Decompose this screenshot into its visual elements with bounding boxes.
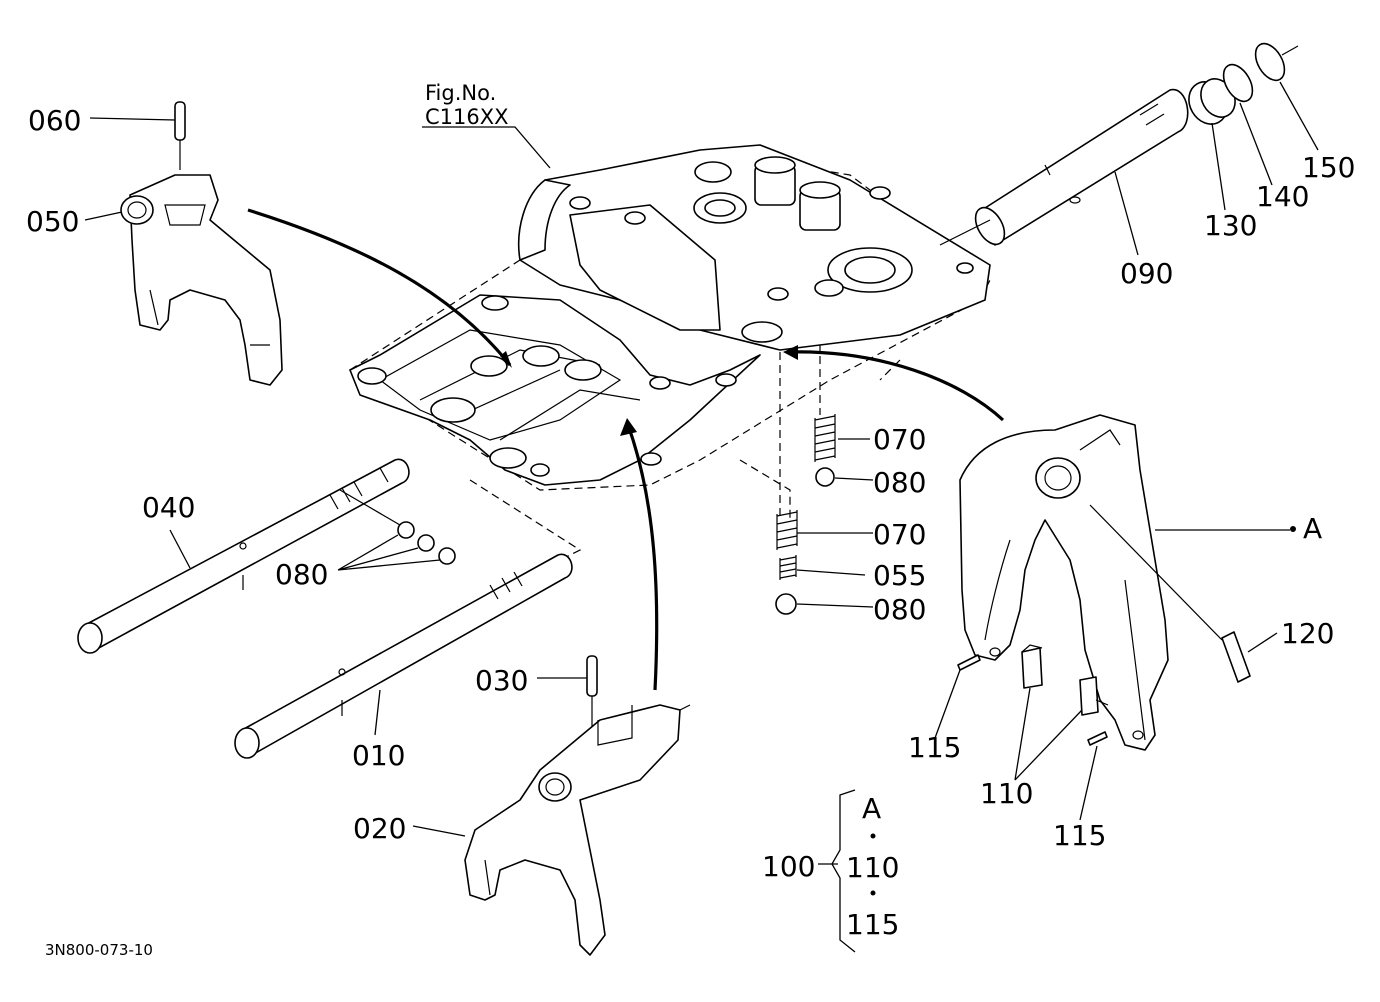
label-050: 050	[26, 205, 79, 238]
figure-ref-code: C116XX	[425, 105, 509, 129]
label-115-right: 115	[1053, 819, 1106, 852]
snap-ring-150	[1254, 42, 1299, 82]
label-130: 130	[1204, 209, 1257, 242]
shift-fork-020	[464, 704, 691, 956]
valve-cover	[349, 294, 761, 486]
pin-120	[1089, 504, 1251, 683]
assembly-group-number: 100	[762, 850, 815, 883]
spring-070-upper	[814, 414, 836, 462]
detent-balls-080	[339, 489, 456, 565]
assembly-item-110: 110	[846, 851, 899, 884]
shaft-090	[939, 89, 1189, 246]
label-a: A	[1303, 512, 1322, 545]
assembly-item-115: 115	[846, 908, 899, 941]
label-070-lower: 070	[873, 518, 926, 551]
plug-130	[1188, 78, 1236, 125]
shift-fork-050	[120, 174, 283, 386]
label-080-left: 080	[275, 558, 328, 591]
label-070-upper: 070	[873, 423, 926, 456]
label-080-upper: 080	[873, 466, 926, 499]
callout-labels: Fig.No. C116XX 060 050 040 080 010 030 0…	[26, 81, 1355, 959]
assembly-item-a: A	[862, 792, 881, 825]
drawing-code: 3N800-073-10	[45, 941, 153, 959]
valve-block	[517, 144, 991, 351]
shoe-110-right	[1079, 676, 1109, 716]
shoe-110-left	[1021, 644, 1043, 689]
label-040: 040	[142, 491, 195, 524]
figure-ref-title: Fig.No.	[425, 81, 496, 105]
label-060: 060	[28, 104, 81, 137]
screw-115-left	[957, 654, 981, 671]
spring-055	[779, 555, 797, 580]
leader-lines	[84, 81, 1319, 953]
label-020: 020	[353, 812, 406, 845]
label-120: 120	[1281, 617, 1334, 650]
label-090: 090	[1120, 257, 1173, 290]
label-115-left: 115	[908, 731, 961, 764]
spring-070-lower	[776, 510, 798, 550]
label-140: 140	[1256, 180, 1309, 213]
ball-080-upper	[815, 467, 835, 487]
label-080-lower: 080	[873, 593, 926, 626]
label-055: 055	[873, 559, 926, 592]
label-010: 010	[352, 739, 405, 772]
label-110: 110	[980, 777, 1033, 810]
pin-060	[174, 101, 186, 170]
label-030: 030	[475, 664, 528, 697]
assembly-arrows	[247, 208, 1005, 691]
shift-fork-a	[959, 414, 1169, 751]
label-150: 150	[1302, 151, 1355, 184]
shift-rod-040	[77, 458, 410, 654]
screw-115-right	[1087, 731, 1108, 746]
ball-080-lower	[775, 593, 797, 615]
o-ring-140	[1222, 63, 1254, 103]
shift-rod-010	[234, 553, 573, 759]
